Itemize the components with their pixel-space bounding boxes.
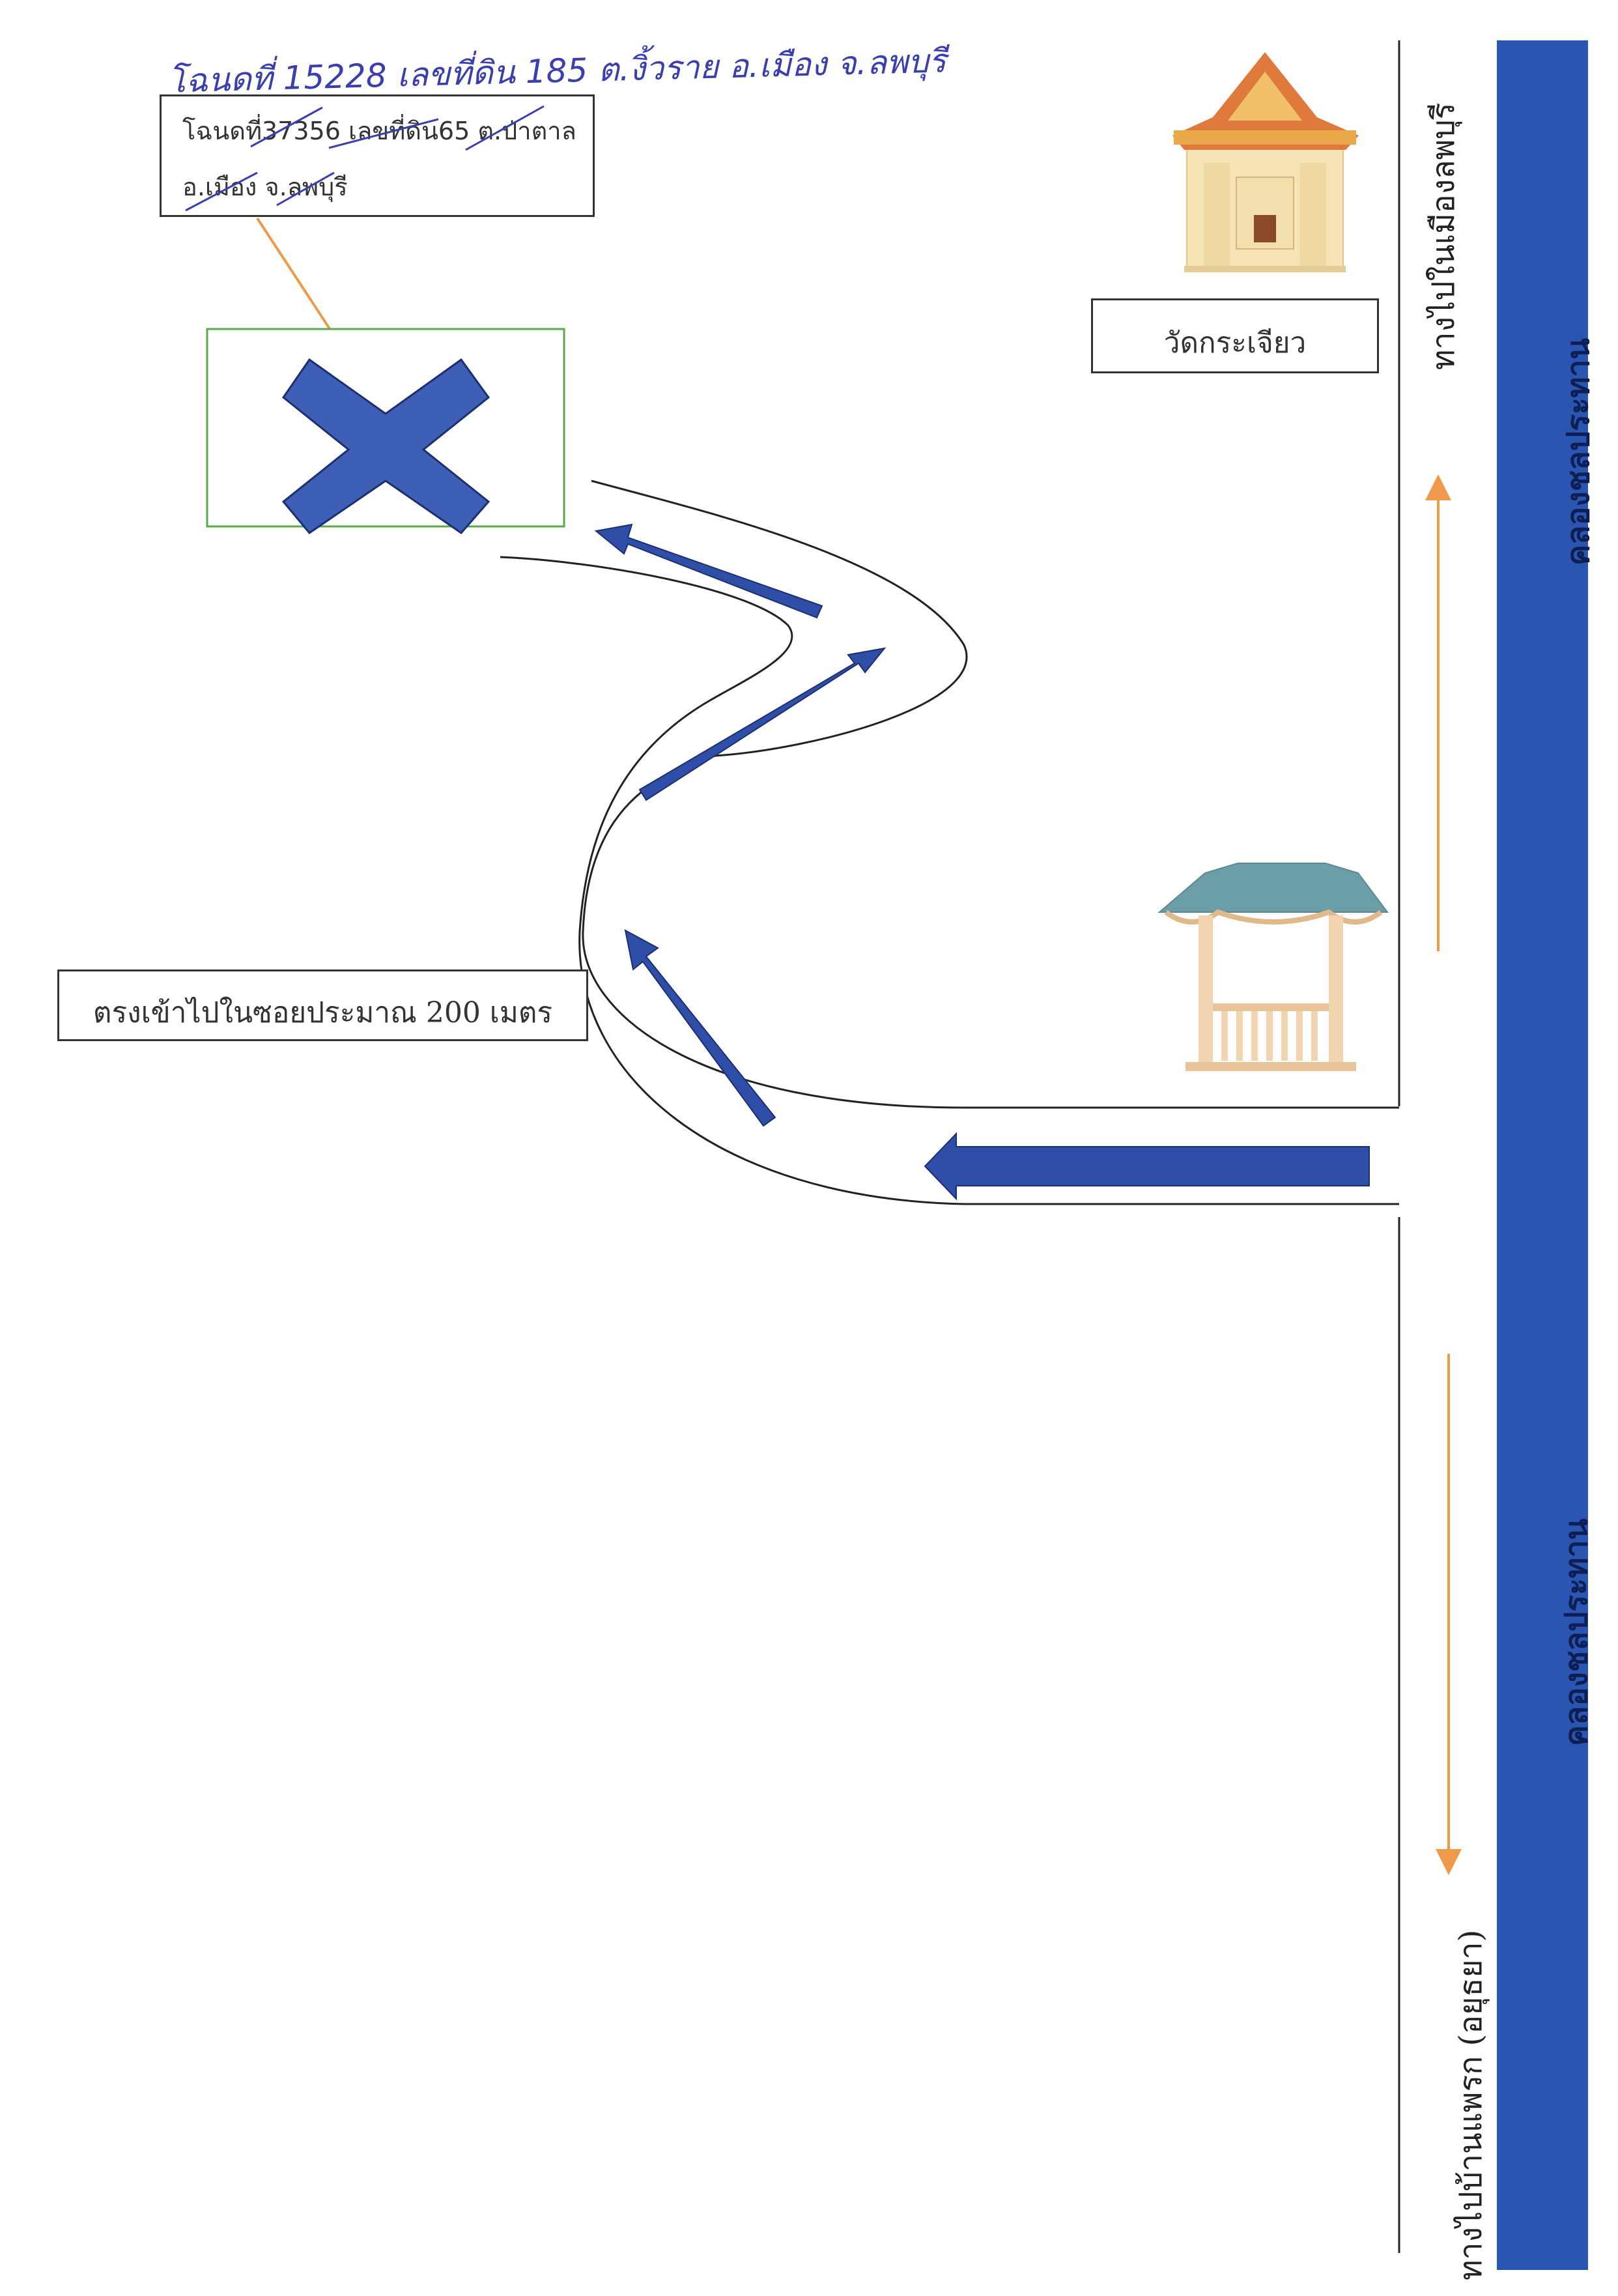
direction-label-bottom: ทางไปบ้านแพรก (อยุธยา) [1453, 1929, 1489, 2280]
temple-icon [1172, 52, 1359, 272]
route-arrow-3 [638, 647, 887, 801]
old-deed-line-1: โฉนดที่37356 เลขที่ดิน65 ต.ป่าตาล [182, 117, 576, 145]
strike-marks [185, 105, 545, 212]
route-arrow-4 [594, 523, 823, 619]
canal-strip [1497, 40, 1588, 2270]
pavilion-icon [1157, 863, 1389, 1071]
route-arrows [594, 523, 1370, 1201]
soi-road-edge-lower [500, 556, 1399, 1205]
route-arrow-1 [924, 1132, 1370, 1201]
old-deed-box: โฉนดที่37356 เลขที่ดิน65 ต.ป่าตาล อ.เมือ… [160, 94, 595, 217]
target-cross-icon [281, 358, 490, 535]
direction-label-top: ทางไปในเมืองลพบุรี [1425, 102, 1462, 370]
route-arrow-2 [624, 929, 776, 1127]
temple-label-box: วัดกระเจียว [1091, 298, 1379, 373]
canal-label-top: คลองชลประทาน [1560, 337, 1597, 566]
soi-distance-box: ตรงเข้าไปในซอยประมาณ 200 เมตร [57, 969, 588, 1041]
canal-label-bottom: คลองชลประทาน [1558, 1518, 1595, 1746]
soi-distance-label: ตรงเข้าไปในซอยประมาณ 200 เมตร [92, 996, 553, 1029]
temple-label: วัดกระเจียว [1163, 326, 1307, 360]
